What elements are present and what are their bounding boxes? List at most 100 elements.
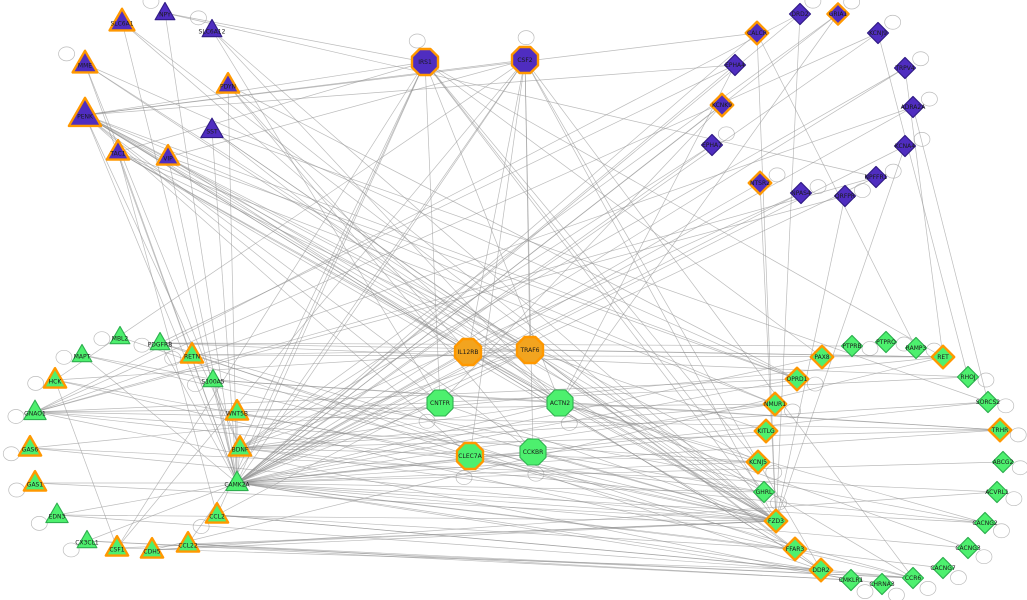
dia-shape[interactable] [956, 365, 980, 389]
dia-shape[interactable] [826, 2, 850, 26]
oct-shape[interactable] [546, 389, 574, 417]
node-RET[interactable]: RET [930, 344, 956, 370]
tri-shape[interactable] [104, 534, 130, 557]
dia-shape[interactable] [870, 572, 894, 596]
tri-shape[interactable] [108, 7, 136, 32]
oct-shape[interactable] [455, 441, 485, 471]
node-TRAF6[interactable]: TRAF6 [515, 335, 545, 365]
node-RETN[interactable]: RETN [179, 341, 205, 364]
node-CSF2[interactable]: CSF2 [510, 45, 540, 75]
node-CNTFR[interactable]: CNTFR [426, 389, 454, 417]
dia-shape[interactable] [782, 536, 808, 562]
node-BDNF[interactable]: BDNF [227, 434, 253, 457]
node-KCNA4[interactable]: KCNA4 [893, 134, 917, 158]
tri-shape[interactable] [202, 368, 224, 388]
tri-shape[interactable] [22, 469, 48, 492]
tri-shape[interactable] [149, 331, 171, 351]
tri-shape[interactable] [67, 96, 103, 128]
oct-shape[interactable] [515, 335, 545, 365]
node-ACTN2[interactable]: ACTN2 [546, 389, 574, 417]
dia-shape[interactable] [833, 184, 857, 208]
node-CX3CL1[interactable]: CX3CL1 [75, 529, 99, 549]
tri-shape[interactable] [109, 325, 131, 345]
dia-shape[interactable] [700, 133, 724, 157]
oct-shape[interactable] [426, 389, 454, 417]
node-NPFFR1[interactable]: NPFFR1 [864, 165, 888, 189]
node-CACNG3[interactable]: CACNG3 [955, 536, 981, 560]
tri-shape[interactable] [71, 343, 93, 363]
tri-shape[interactable] [71, 49, 99, 74]
dia-shape[interactable] [956, 536, 980, 560]
dia-shape[interactable] [991, 450, 1015, 474]
tri-shape[interactable] [76, 529, 98, 549]
dia-shape[interactable] [809, 344, 835, 370]
node-FFAR3[interactable]: FFAR3 [782, 536, 808, 562]
node-NTSR2[interactable]: NTSR2 [747, 170, 773, 196]
node-TRPV4[interactable]: TRPV4 [893, 56, 917, 80]
node-MAPT[interactable]: MAPT [71, 343, 93, 363]
oct-shape[interactable] [453, 337, 483, 367]
dia-shape[interactable] [976, 390, 1000, 414]
dia-shape[interactable] [747, 170, 773, 196]
node-IRS1[interactable]: IRS1 [410, 47, 440, 77]
node-RAMP3[interactable]: RAMP3 [904, 336, 928, 360]
tri-shape[interactable] [17, 434, 43, 457]
node-EPHA4[interactable]: EPHA4 [723, 53, 747, 77]
dia-shape[interactable] [752, 480, 776, 504]
tri-shape[interactable] [23, 399, 47, 421]
dia-shape[interactable] [709, 92, 735, 118]
node-PDYN[interactable]: PDYN [215, 71, 241, 94]
node-CACNG2[interactable]: CACNG2 [972, 511, 998, 535]
dia-shape[interactable] [789, 181, 813, 205]
tri-shape[interactable] [204, 501, 230, 524]
node-SST[interactable]: SST [200, 117, 224, 139]
oct-shape[interactable] [519, 438, 547, 466]
node-PENK[interactable]: PENK [67, 96, 103, 128]
node-MBL2[interactable]: MBL2 [109, 325, 131, 345]
dia-shape[interactable] [745, 449, 771, 475]
tri-shape[interactable] [105, 138, 131, 161]
node-KCNJ5[interactable]: KCNJ5 [745, 449, 771, 475]
node-NPAS4[interactable]: NPAS4 [789, 181, 813, 205]
tri-shape[interactable] [179, 341, 205, 364]
node-PDGFRB[interactable]: PDGFRB [148, 331, 173, 351]
dia-shape[interactable] [864, 165, 888, 189]
dia-shape[interactable] [753, 418, 779, 444]
dia-shape[interactable] [763, 508, 789, 534]
tri-shape[interactable] [224, 398, 250, 421]
tri-shape[interactable] [139, 536, 165, 559]
dia-shape[interactable] [901, 95, 925, 119]
dia-shape[interactable] [904, 336, 928, 360]
dia-shape[interactable] [874, 330, 898, 354]
oct-shape[interactable] [510, 45, 540, 75]
tri-shape[interactable] [225, 470, 249, 492]
dia-shape[interactable] [788, 2, 812, 26]
dia-shape[interactable] [808, 557, 834, 583]
tri-shape[interactable] [175, 530, 201, 553]
dia-shape[interactable] [973, 511, 997, 535]
node-CACNG7[interactable]: CACNG7 [930, 556, 956, 580]
node-KITLG[interactable]: KITLG [753, 418, 779, 444]
dia-shape[interactable] [839, 568, 863, 592]
tri-shape[interactable] [42, 366, 68, 389]
dia-shape[interactable] [784, 366, 810, 392]
dia-shape[interactable] [866, 21, 890, 45]
node-CCL22[interactable]: CCL22 [175, 530, 201, 553]
dia-shape[interactable] [930, 344, 956, 370]
dia-shape[interactable] [744, 20, 770, 46]
dia-shape[interactable] [901, 566, 925, 590]
dia-shape[interactable] [985, 480, 1009, 504]
tri-shape[interactable] [155, 143, 181, 166]
node-CLEC7A[interactable]: CLEC7A [455, 441, 485, 471]
oct-shape[interactable] [410, 47, 440, 77]
node-OPRD1[interactable]: OPRD1 [784, 366, 810, 392]
node-SLC6A1[interactable]: SLC6A1 [108, 7, 136, 32]
node-CALCR[interactable]: CALCR [744, 20, 770, 46]
dia-shape[interactable] [893, 56, 917, 80]
node-IL12RB[interactable]: IL12RB [453, 337, 483, 367]
dia-shape[interactable] [762, 391, 788, 417]
tri-shape[interactable] [154, 1, 176, 21]
dia-shape[interactable] [840, 334, 864, 358]
node-RHOJ[interactable]: RHOJ [956, 365, 980, 389]
tri-shape[interactable] [200, 117, 224, 139]
